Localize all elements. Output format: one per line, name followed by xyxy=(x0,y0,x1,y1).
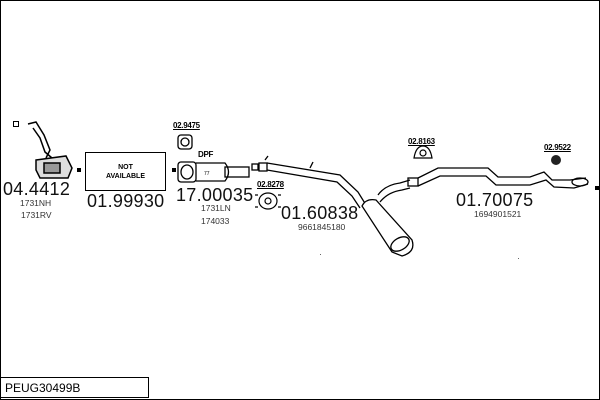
ref-1731nh: 1731NH xyxy=(20,198,52,208)
accessory-02-8163[interactable]: 02.8163 xyxy=(408,137,435,146)
dpf-icon[interactable]: 77 xyxy=(177,161,250,183)
not-available-line1: NOT xyxy=(118,163,133,171)
ref-9661845180: 9661845180 xyxy=(298,222,346,232)
clamp-icon[interactable] xyxy=(255,192,281,210)
rubber-hanger-icon[interactable] xyxy=(413,145,433,159)
rubber-ring-icon[interactable] xyxy=(551,155,561,165)
part-number-01-70075[interactable]: 01.70075 xyxy=(456,190,534,210)
part-number-01-60838[interactable]: 01.60838 xyxy=(281,203,359,223)
ref-174033: 174033 xyxy=(201,216,230,226)
part-number-04-4412[interactable]: 04.4412 xyxy=(3,179,71,199)
middle-silencer-icon[interactable] xyxy=(251,155,414,257)
part-number-17-00035[interactable]: 17.00035 xyxy=(176,185,254,205)
connector-marker xyxy=(172,168,176,172)
ref-1731rv: 1731RV xyxy=(21,210,52,220)
not-available-box: NOT AVAILABLE xyxy=(85,152,166,191)
not-available-line2: AVAILABLE xyxy=(105,172,146,180)
svg-text:77: 77 xyxy=(204,171,210,177)
part-number-01-99930[interactable]: 01.99930 xyxy=(87,191,165,211)
ref-1694901521: 1694901521 xyxy=(474,209,522,219)
connector-marker xyxy=(595,186,599,190)
dpf-label: DPF xyxy=(198,150,214,159)
gasket-icon[interactable] xyxy=(177,134,193,150)
rear-pipe-icon[interactable] xyxy=(407,167,589,189)
ref-1731ln: 1731LN xyxy=(201,203,231,213)
diagram-code: PEUG30499B xyxy=(5,381,81,395)
accessory-02-8278[interactable]: 02.8278 xyxy=(257,180,284,189)
catalytic-converter-icon[interactable] xyxy=(27,121,73,179)
diagram-code-box: PEUG30499B xyxy=(0,377,149,398)
accessory-02-9522[interactable]: 02.9522 xyxy=(544,143,571,152)
accessory-02-9475[interactable]: 02.9475 xyxy=(173,121,200,130)
connector-marker xyxy=(13,121,19,127)
connector-marker xyxy=(77,168,81,172)
